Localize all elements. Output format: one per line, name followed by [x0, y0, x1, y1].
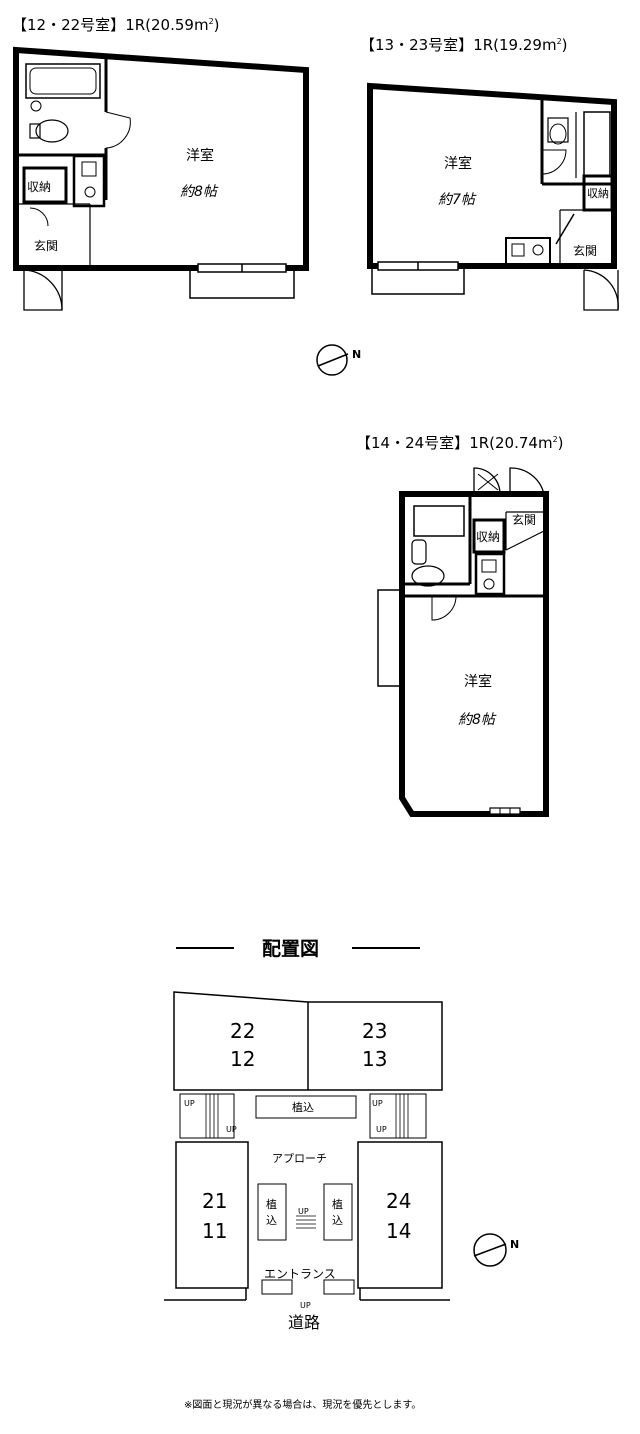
plan-13-23-storage-label: 収納 — [587, 187, 609, 200]
plan-12-22-storage-label: 収納 — [27, 180, 51, 194]
unit-12: 12 — [230, 1047, 255, 1071]
unit-22: 22 — [230, 1019, 255, 1043]
plan-14-24-title: 【14・24号室】1R(20.74m2) — [356, 434, 564, 452]
unit-14: 14 — [386, 1219, 411, 1243]
plan-12-22-entrance-label: 玄関 — [34, 238, 58, 253]
plan-12-22-room-label: 洋室 — [186, 147, 214, 164]
plan-13-23-title: 【13・23号室】1R(19.29m2) — [360, 36, 568, 54]
planting-right-label-top: 植 — [332, 1197, 343, 1211]
up-label-rear-right: UP — [372, 1099, 383, 1108]
unit-21: 21 — [202, 1189, 227, 1213]
north-compass-icon: N — [316, 344, 361, 376]
plan-13-23-entrance-label: 玄関 — [573, 243, 597, 258]
north-compass-site-label: N — [510, 1238, 519, 1251]
unit-13: 13 — [362, 1047, 387, 1071]
up-label-stair-right: UP — [376, 1125, 387, 1134]
up-label-rear-left: UP — [184, 1099, 195, 1108]
planting-right-label-bottom: 込 — [332, 1214, 343, 1227]
north-compass-label: N — [352, 348, 361, 361]
footnote: ※図面と現況が異なる場合は、現況を優先とします。 — [184, 1400, 422, 1411]
north-compass-site-icon: N — [473, 1233, 519, 1267]
up-label-stair-left: UP — [226, 1125, 237, 1134]
approach-label: アプローチ — [272, 1152, 327, 1165]
planting-top-label: 植込 — [292, 1100, 314, 1114]
site-plan-diagram: 22 12 23 13 21 11 24 14 植込 アプローチ 植 込 植 込… — [164, 991, 450, 1330]
heading-rule-left — [176, 947, 234, 949]
plan-13-23-room-label: 洋室 — [444, 155, 472, 172]
floor-plan-13-23: 洋室 約7帖 収納 玄関 — [367, 82, 619, 311]
up-label-center: UP — [298, 1207, 309, 1216]
plan-14-24-room-size: 約8帖 — [458, 712, 497, 728]
plan-12-22-title: 【12・22号室】1R(20.59m2) — [12, 16, 220, 34]
site-plan-heading: 配置図 — [176, 932, 420, 962]
plan-14-24-storage-label: 収納 — [476, 530, 500, 544]
floor-plan-12-22: 洋室 約8帖 収納 玄関 — [13, 46, 309, 311]
plan-13-23-room-size: 約7帖 — [438, 192, 477, 208]
planting-left-label-top: 植 — [266, 1197, 277, 1211]
unit-24: 24 — [386, 1189, 411, 1213]
plan-14-24-entrance-label: 玄関 — [512, 512, 536, 527]
plan-14-24-room-label: 洋室 — [464, 673, 492, 690]
unit-23: 23 — [362, 1019, 387, 1043]
heading-rule-right — [352, 947, 420, 949]
up-label-front: UP — [300, 1301, 311, 1310]
planting-left-label-bottom: 込 — [266, 1214, 277, 1227]
road-label: 道路 — [288, 1313, 320, 1330]
plan-12-22-room-size: 約8帖 — [180, 184, 219, 200]
site-plan-title: 配置図 — [262, 938, 320, 960]
entrance-label: エントランス — [264, 1267, 336, 1281]
floor-plan-14-24: 洋室 約8帖 収納 玄関 — [377, 467, 549, 817]
unit-11: 11 — [202, 1219, 227, 1243]
